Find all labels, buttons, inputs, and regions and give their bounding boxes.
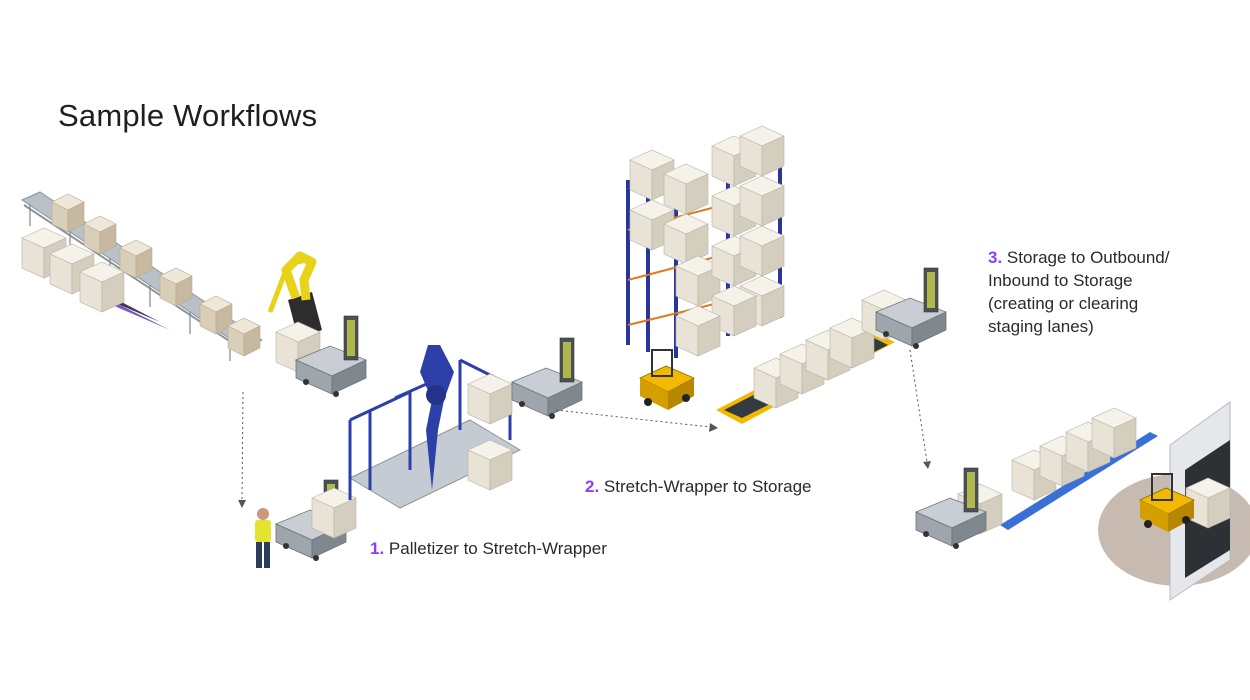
- arrow-head: [238, 500, 246, 508]
- flow-arrow: [241, 349, 928, 501]
- palletizer-cell: [20, 191, 367, 398]
- forklift-icon: [1139, 473, 1195, 532]
- truck-trailer-icon: [1098, 401, 1250, 601]
- step-text-line: Storage to Outbound/: [1006, 248, 1170, 267]
- step-number: 2.: [585, 477, 600, 496]
- staging-lane: [716, 267, 947, 424]
- step-number: 3.: [988, 248, 1003, 267]
- forklift-icon: [639, 349, 695, 410]
- step-text-line: staging lanes): [988, 317, 1094, 336]
- step-text: Stretch-Wrapper to Storage: [603, 477, 812, 496]
- worker-icon: [255, 508, 271, 568]
- step-3-label: 3. Storage to Outbound/ Inbound to Stora…: [988, 246, 1228, 338]
- arrow-head: [709, 423, 718, 432]
- step-text-line: Inbound to Storage: [988, 271, 1133, 290]
- outbound-lane: [915, 407, 1158, 550]
- step-number: 1.: [370, 539, 385, 558]
- step-text: Palletizer to Stretch-Wrapper: [388, 539, 607, 558]
- step-text-line: (creating or clearing: [988, 294, 1139, 313]
- arrow-head: [923, 461, 931, 469]
- storage-rack-icon: [626, 125, 785, 358]
- step-1-label: 1. Palletizer to Stretch-Wrapper: [370, 537, 607, 560]
- page-title: Sample Workflows: [58, 98, 318, 133]
- step-2-label: 2. Stretch-Wrapper to Storage: [585, 475, 811, 498]
- stretch-wrapper-icon: [348, 345, 522, 509]
